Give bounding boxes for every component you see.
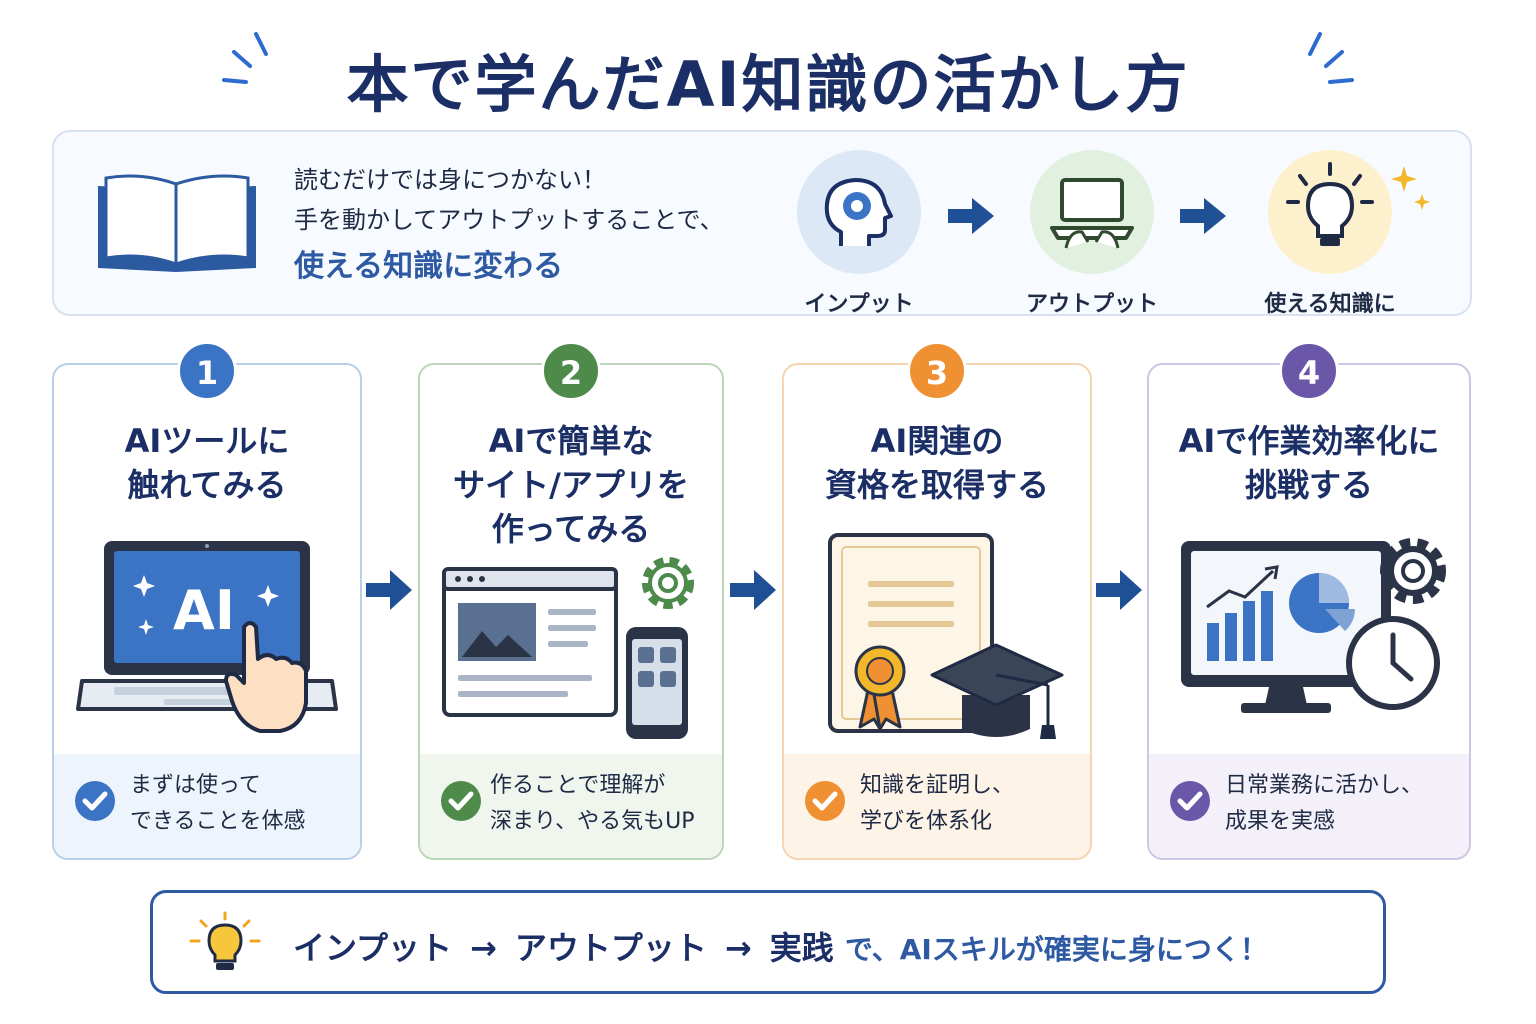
foot-line: まずは使って bbox=[130, 773, 261, 798]
summary-tail: で、AIスキルが確実に身につく！ bbox=[844, 933, 1268, 966]
check-circle-icon bbox=[75, 781, 115, 821]
lightbulb-icon bbox=[1268, 150, 1392, 274]
step-title: AI関連の 資格を取得する bbox=[784, 419, 1090, 507]
step-card-3: 3 AI関連の 資格を取得する 知識を証明し、 学びを体 bbox=[782, 341, 1092, 860]
step-card-2: 2 AIで簡単な サイト/アプリを 作ってみる bbox=[418, 341, 724, 860]
step-foot-text: まずは使って できることを体感 bbox=[130, 768, 306, 840]
step-title-line: 挑戦する bbox=[1244, 466, 1373, 504]
step-title: AIで簡単な サイト/アプリを 作ってみる bbox=[420, 419, 722, 551]
foot-line: 知識を証明し、 bbox=[860, 773, 1015, 798]
arrow-right-icon bbox=[730, 570, 776, 610]
foot-line: 日常業務に活かし、 bbox=[1225, 773, 1424, 798]
step-title-line: AIで作業効率化に bbox=[1178, 422, 1440, 460]
intro-line-1: 読むだけでは身につかない！ bbox=[294, 166, 606, 194]
intro-text: 読むだけでは身につかない！ 手を動かしてアウトプットすることで、 使える知識に変… bbox=[294, 160, 724, 294]
step-title-line: AIで簡単な bbox=[488, 422, 654, 460]
step-card-4: 4 AIで作業効率化に 挑戦する bbox=[1147, 341, 1471, 860]
check-circle-icon bbox=[1170, 781, 1210, 821]
laptop-typing-icon bbox=[1030, 150, 1154, 274]
flow-label-knowledge: 使える知識に bbox=[1264, 292, 1396, 317]
foot-line: 作ることで理解が bbox=[490, 773, 666, 798]
intro-panel: 読むだけでは身につかない！ 手を動かしてアウトプットすることで、 使える知識に変… bbox=[52, 130, 1472, 318]
step-number-badge: 4 bbox=[1279, 341, 1339, 401]
monitor-dashboard-illustration bbox=[1149, 535, 1469, 733]
flow-label-input: インプット bbox=[804, 292, 914, 317]
step-foot: 作ることで理解が 深まり、やる気もUP bbox=[420, 754, 722, 858]
foot-line: できることを体感 bbox=[130, 809, 306, 834]
check-circle-icon bbox=[805, 781, 845, 821]
step-foot-text: 日常業務に活かし、 成果を実感 bbox=[1225, 768, 1423, 840]
foot-line: 学びを体系化 bbox=[860, 809, 993, 834]
step-title-line: 作ってみる bbox=[491, 510, 651, 548]
step-title: AIツールに 触れてみる bbox=[54, 419, 360, 507]
step-title: AIで作業効率化に 挑戦する bbox=[1149, 419, 1469, 507]
title-area: 本で学んだAI知識の活かし方 bbox=[0, 28, 1536, 121]
flow-label-output: アウトプット bbox=[1025, 292, 1158, 317]
step-foot-text: 作ることで理解が 深まり、やる気もUP bbox=[490, 768, 695, 840]
summary-bar: インプット → アウトプット → 実践 で、AIスキルが確実に身につく！ bbox=[150, 890, 1386, 994]
step-foot: 日常業務に活かし、 成果を実感 bbox=[1149, 754, 1469, 858]
arrow-right-icon bbox=[1096, 570, 1142, 610]
step-foot-text: 知識を証明し、 学びを体系化 bbox=[860, 768, 1014, 840]
step-foot: 知識を証明し、 学びを体系化 bbox=[784, 754, 1090, 858]
step-foot: まずは使って できることを体感 bbox=[54, 754, 360, 858]
step-number-badge: 2 bbox=[541, 341, 601, 401]
sparkle-lines-icon bbox=[1308, 32, 1354, 84]
website-app-illustration bbox=[420, 551, 722, 755]
summary-arrow: → bbox=[724, 929, 752, 967]
open-book-icon bbox=[98, 174, 256, 272]
summary-word-practice: 実践 bbox=[769, 929, 834, 967]
sparkle-icon bbox=[1391, 166, 1430, 210]
page-title: 本で学んだAI知識の活かし方 bbox=[346, 48, 1190, 121]
step-title-line: 資格を取得する bbox=[824, 466, 1049, 504]
illustration-ai-text: AI bbox=[173, 579, 235, 642]
lightbulb-icon bbox=[189, 911, 261, 970]
summary-text: インプット → アウトプット → 実践 で、AIスキルが確実に身につく！ bbox=[293, 923, 1268, 969]
brain-head-icon bbox=[797, 150, 921, 274]
arrow-right-icon bbox=[948, 198, 994, 234]
summary-word-output: アウトプット bbox=[514, 929, 707, 967]
step-number-badge: 3 bbox=[907, 341, 967, 401]
summary-word-input: インプット bbox=[293, 929, 453, 967]
foot-line: 成果を実感 bbox=[1225, 809, 1336, 834]
step-card-1: 1 AIツールに 触れてみる AI まずは使って できることを体感 bbox=[52, 341, 362, 860]
sparkle-lines-icon bbox=[222, 32, 268, 84]
arrow-right-icon bbox=[366, 570, 412, 610]
flow-step-knowledge: 使える知識に bbox=[1250, 150, 1410, 318]
laptop-ai-illustration: AI bbox=[54, 531, 360, 745]
step-title-line: 触れてみる bbox=[127, 466, 287, 504]
flow-step-input: インプット bbox=[794, 150, 924, 318]
step-title-line: AI関連の bbox=[870, 422, 1004, 460]
summary-arrow: → bbox=[470, 929, 497, 967]
foot-line: 深まり、やる気もUP bbox=[490, 809, 695, 834]
flow-step-output: アウトプット bbox=[1022, 150, 1162, 318]
arrow-right-icon bbox=[1180, 198, 1226, 234]
certificate-illustration bbox=[784, 531, 1090, 749]
step-number-badge: 1 bbox=[177, 341, 237, 401]
check-circle-icon bbox=[441, 781, 481, 821]
intro-line-2: 手を動かしてアウトプットすることで、 bbox=[294, 206, 724, 234]
step-title-line: サイト/アプリを bbox=[453, 466, 689, 504]
step-title-line: AIツールに bbox=[124, 422, 290, 460]
intro-emphasis: 使える知識に変わる bbox=[294, 249, 564, 284]
